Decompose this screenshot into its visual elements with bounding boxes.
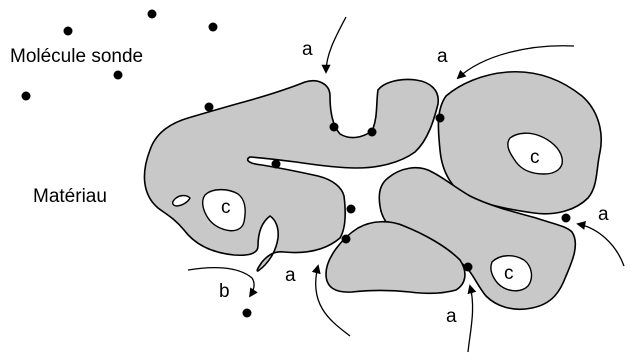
- probe-molecule-label: Molécule sonde: [10, 46, 143, 67]
- open-pore-label-bottom-right: a: [446, 306, 457, 327]
- arrow-a-right: [578, 224, 624, 266]
- probe-molecule-dot: [205, 103, 214, 112]
- open-pore-label-top-right: a: [437, 46, 448, 67]
- probe-molecule-dot: [347, 205, 356, 214]
- probe-molecule-dot: [64, 27, 73, 36]
- probe-molecule-dot: [209, 23, 218, 32]
- open-pore-label-right: a: [598, 204, 609, 225]
- probe-molecule-dot: [464, 263, 473, 272]
- probe-molecule-dot: [342, 235, 351, 244]
- blind-pore-label: b: [219, 281, 230, 302]
- material-label: Matériau: [33, 186, 107, 207]
- arrow-a-top: [326, 17, 346, 72]
- probe-molecule-dot: [368, 128, 377, 137]
- probe-molecule-dot: [562, 214, 571, 223]
- probe-molecule-dot: [243, 309, 252, 318]
- probe-molecule-dot: [114, 71, 123, 80]
- closed-pore-label-top-right: c: [530, 147, 540, 168]
- closed-pore-label-right: c: [504, 263, 514, 284]
- probe-molecule-dot: [330, 123, 339, 132]
- closed-pore-label-left: c: [221, 197, 231, 218]
- probe-molecule-dot: [436, 114, 445, 123]
- probe-molecule-dot: [22, 92, 31, 101]
- arrow-a-bottom-right: [468, 286, 473, 352]
- probe-molecule-dot: [272, 160, 281, 169]
- probe-molecule-dot: [148, 10, 157, 19]
- open-pore-label-bottom: a: [285, 265, 296, 286]
- open-pore-label-top: a: [302, 39, 313, 60]
